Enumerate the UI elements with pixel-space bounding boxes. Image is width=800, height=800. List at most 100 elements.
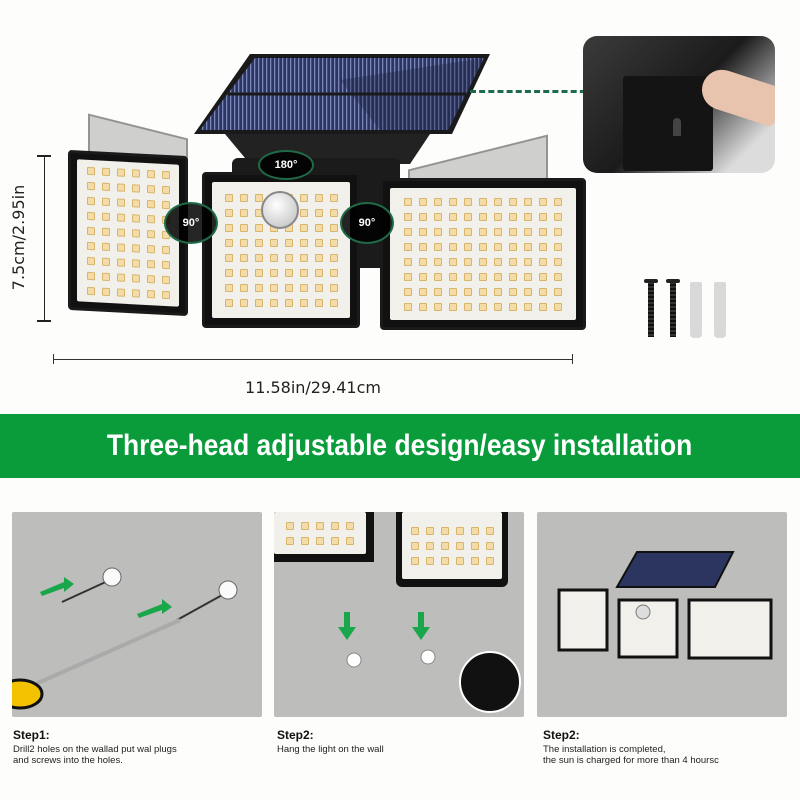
feature-banner: Three-head adjustable design/easy instal… bbox=[0, 414, 800, 478]
led-chip bbox=[224, 238, 233, 247]
led-chip bbox=[86, 196, 95, 206]
led-chip bbox=[254, 268, 263, 277]
rotation-90-right-label: 90° bbox=[358, 217, 376, 229]
led-chip bbox=[131, 199, 140, 208]
led-chip bbox=[239, 268, 248, 277]
led-chip bbox=[464, 257, 472, 266]
led-chip bbox=[449, 212, 457, 221]
led-chip bbox=[146, 259, 155, 269]
led-chip bbox=[314, 268, 323, 277]
led-chip bbox=[161, 245, 170, 255]
solar-panel-icon bbox=[194, 54, 490, 164]
led-chip bbox=[410, 541, 419, 550]
led-chip bbox=[314, 238, 323, 247]
led-chip bbox=[440, 526, 449, 535]
step2-description: Hang the light on the wall bbox=[277, 744, 384, 755]
led-chip bbox=[479, 242, 487, 251]
led-chip bbox=[434, 287, 442, 296]
led-chip bbox=[554, 227, 562, 236]
led-chip bbox=[86, 181, 95, 191]
installed-light-illustration-icon bbox=[557, 551, 773, 660]
led-chip bbox=[224, 298, 233, 307]
led-chip bbox=[131, 214, 140, 223]
height-dimension-cap-top bbox=[37, 155, 51, 157]
led-chip bbox=[314, 253, 323, 262]
led-chip bbox=[329, 238, 338, 247]
led-chip bbox=[419, 257, 427, 266]
led-chip bbox=[449, 242, 457, 251]
led-chip bbox=[86, 256, 95, 266]
led-chip bbox=[539, 287, 547, 296]
led-chip bbox=[116, 183, 125, 192]
led-chip bbox=[239, 253, 248, 262]
led-chip bbox=[494, 257, 502, 266]
led-chip bbox=[146, 244, 155, 254]
center-head-partial bbox=[396, 512, 508, 587]
led-chip bbox=[224, 253, 233, 262]
rotation-90-left-label: 90° bbox=[182, 217, 200, 229]
led-chip bbox=[434, 302, 442, 311]
led-chip bbox=[554, 212, 562, 221]
led-chip bbox=[494, 302, 502, 311]
led-chip bbox=[314, 283, 323, 292]
led-chip bbox=[301, 536, 309, 545]
rotation-90-left-badge: 90° bbox=[164, 202, 218, 244]
led-chip bbox=[434, 197, 442, 206]
led-chip bbox=[539, 212, 547, 221]
step2-image bbox=[274, 512, 524, 717]
led-chip bbox=[404, 227, 412, 236]
led-chip bbox=[101, 287, 110, 297]
motion-sensor-icon bbox=[261, 191, 299, 229]
led-chip bbox=[455, 526, 464, 535]
width-dimension-line bbox=[53, 359, 573, 360]
led-chip bbox=[116, 168, 125, 177]
led-chip bbox=[479, 227, 487, 236]
led-chip bbox=[299, 298, 308, 307]
led-chip bbox=[284, 238, 293, 247]
led-chip bbox=[554, 197, 562, 206]
led-chip bbox=[269, 268, 278, 277]
led-chip bbox=[116, 273, 125, 282]
led-chip bbox=[479, 257, 487, 266]
led-chip bbox=[101, 182, 110, 192]
led-chip bbox=[299, 193, 308, 202]
step3-caption: Step2: The installation is completed, th… bbox=[543, 728, 793, 766]
center-light-head bbox=[202, 172, 360, 328]
led-chip bbox=[524, 257, 532, 266]
led-chip bbox=[419, 302, 427, 311]
led-chip bbox=[509, 227, 517, 236]
led-chip bbox=[464, 287, 472, 296]
led-chip bbox=[299, 268, 308, 277]
led-chip bbox=[524, 212, 532, 221]
led-chip bbox=[539, 272, 547, 281]
right-light-head bbox=[380, 178, 586, 330]
led-chip bbox=[116, 198, 125, 207]
led-chip bbox=[131, 184, 140, 193]
led-chip bbox=[329, 208, 338, 217]
led-chip bbox=[485, 556, 494, 565]
led-chip bbox=[485, 526, 494, 535]
led-chip bbox=[404, 212, 412, 221]
led-chip bbox=[464, 242, 472, 251]
led-chip bbox=[410, 556, 419, 565]
led-chip bbox=[224, 193, 233, 202]
led-chip bbox=[554, 272, 562, 281]
rotation-180-label: 180° bbox=[274, 159, 298, 171]
led-chip bbox=[554, 242, 562, 251]
led-chip bbox=[301, 521, 309, 530]
led-chip bbox=[419, 212, 427, 221]
led-chip bbox=[524, 287, 532, 296]
led-chip bbox=[524, 242, 532, 251]
led-chip bbox=[479, 272, 487, 281]
led-chip bbox=[539, 227, 547, 236]
led-chip bbox=[86, 286, 95, 296]
led-chip bbox=[425, 526, 434, 535]
led-chip bbox=[329, 268, 338, 277]
led-chip bbox=[101, 212, 110, 222]
left-head-partial bbox=[274, 512, 374, 562]
led-chip bbox=[299, 238, 308, 247]
led-chip bbox=[464, 302, 472, 311]
led-chip bbox=[116, 243, 125, 252]
led-chip bbox=[404, 302, 412, 311]
led-chip bbox=[284, 283, 293, 292]
